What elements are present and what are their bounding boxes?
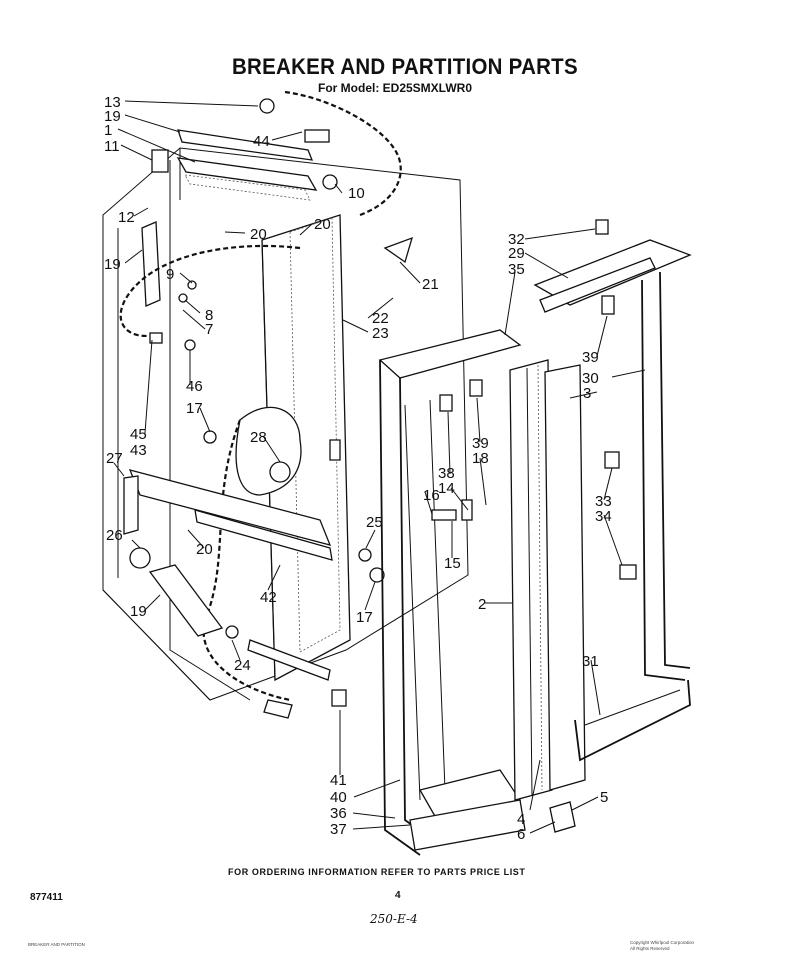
callout-20: 20 [250,226,267,243]
document-number: 877411 [30,892,63,903]
callout-16: 16 [423,487,440,504]
callout-17: 17 [186,400,203,417]
callout-39: 39 [582,349,599,366]
callout-9: 9 [166,266,174,283]
callout-41: 41 [330,772,347,789]
callout-43: 43 [130,442,147,459]
callout-10: 10 [348,185,365,202]
callout-24: 24 [234,657,251,674]
callout-5: 5 [600,789,608,806]
callout-30: 30 [582,370,599,387]
callout-29: 29 [508,245,525,262]
callout-21: 21 [422,276,439,293]
callout-4: 4 [517,811,525,828]
callout-32: 32 [508,231,525,248]
callout-20: 20 [196,541,213,558]
handwritten-note: 250-E-4 [370,912,418,926]
callout-19: 19 [104,256,121,273]
callout-12: 12 [118,209,135,226]
cabinet-assembly [102,90,469,719]
callout-14: 14 [438,480,455,497]
callout-31: 31 [582,653,599,670]
partition-frame-assembly [378,329,586,856]
callout-2: 2 [478,596,486,613]
callout-19: 19 [104,108,121,125]
model-subtitle: For Model: ED25SMXLWR0 [318,81,473,95]
callout-46: 46 [186,378,203,395]
callout-1: 1 [104,122,112,139]
callout-25: 25 [366,514,383,531]
page-number: 4 [395,890,401,901]
callout-20: 20 [314,216,331,233]
callout-19: 19 [130,603,147,620]
callout-42: 42 [260,589,277,606]
callout-17: 17 [356,609,373,626]
callout-33: 33 [595,493,612,510]
callout-36: 36 [330,805,347,822]
callout-22: 22 [372,310,389,327]
callout-26: 26 [106,527,123,544]
callout-6: 6 [517,826,525,843]
right-frame-assembly [533,219,692,762]
callout-7: 7 [205,321,213,338]
callout-27: 27 [106,450,123,467]
callout-13: 13 [104,94,121,111]
callout-35: 35 [508,261,525,278]
callout-11: 11 [104,138,120,155]
callout-8: 8 [205,307,213,324]
fine-print-right-2: All Rights Reserved [630,946,670,951]
callout-45: 45 [130,426,147,443]
callout-40: 40 [330,789,347,806]
fine-print-right-1: Copyright Whirlpool Corporation [630,940,695,945]
callout-38: 38 [438,465,455,482]
callout-18: 18 [472,450,489,467]
ordering-note: FOR ORDERING INFORMATION REFER TO PARTS … [228,867,526,877]
callout-3: 3 [583,385,591,402]
callout-37: 37 [330,821,347,838]
fine-print-left: BREAKER AND PARTITION [28,942,85,947]
page-title: BREAKER AND PARTITION PARTS [232,54,578,79]
callout-39: 39 [472,435,489,452]
callout-23: 23 [372,325,389,342]
callout-34: 34 [595,508,612,525]
callout-15: 15 [444,555,461,572]
callout-44: 44 [253,133,270,150]
callout-28: 28 [250,429,267,446]
leader-lines [113,100,646,834]
